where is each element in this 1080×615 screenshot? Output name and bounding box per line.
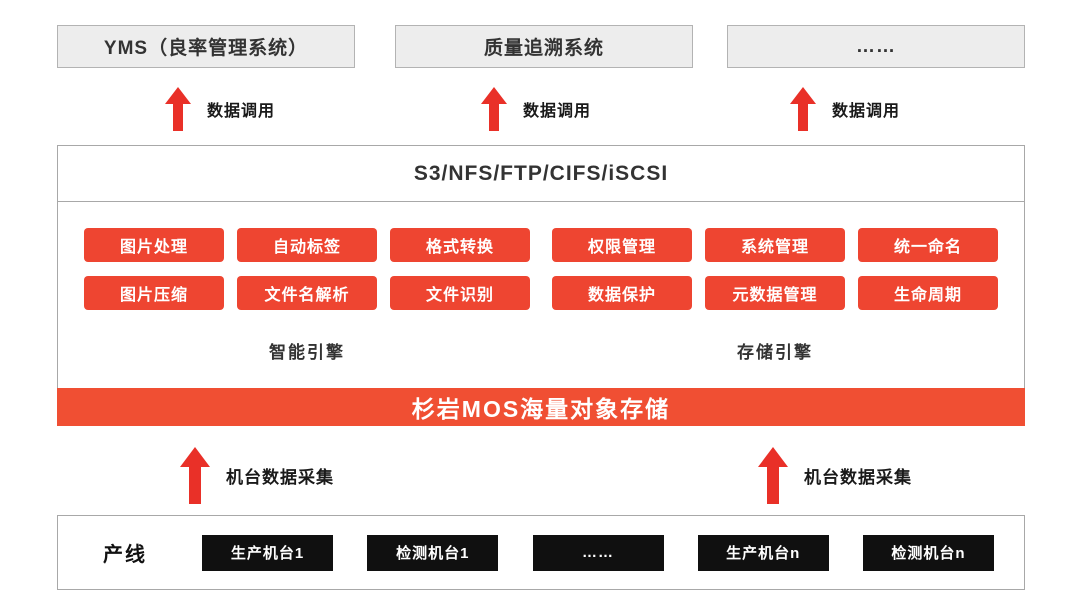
module-chip: 图片压缩 bbox=[84, 276, 224, 310]
up-arrow-icon bbox=[165, 87, 191, 131]
module-chip: 权限管理 bbox=[552, 228, 692, 262]
modules-area: 图片处理 自动标签 格式转换 图片压缩 文件名解析 文件识别 智能引擎 权限管理… bbox=[58, 202, 1024, 425]
data-call-label: 数据调用 bbox=[523, 103, 592, 120]
module-chip: 文件识别 bbox=[390, 276, 530, 310]
system-label-yms: YMS（良率管理系统） bbox=[103, 38, 309, 59]
module-chip: 格式转换 bbox=[390, 228, 530, 262]
engine-group-storage: 权限管理 系统管理 统一命名 数据保护 元数据管理 生命周期 存储引擎 bbox=[552, 228, 998, 425]
module-chip: 文件名解析 bbox=[237, 276, 377, 310]
collect-arrow-group-2: 机台数据采集 bbox=[758, 447, 912, 504]
machine-box: 检测机台1 bbox=[367, 534, 499, 571]
module-chip: 元数据管理 bbox=[705, 276, 845, 310]
data-call-label: 数据调用 bbox=[832, 103, 901, 120]
machine-box: 生产机台1 bbox=[202, 534, 333, 571]
up-arrow-icon bbox=[481, 87, 507, 131]
system-label-quality-trace: 质量追溯系统 bbox=[483, 38, 604, 59]
module-chip: 生命周期 bbox=[858, 276, 998, 310]
machine-box: 生产机台n bbox=[697, 534, 829, 571]
production-line-panel: 产线 生产机台1 检测机台1 …… 生产机台n 检测机台n bbox=[57, 515, 1025, 590]
collect-arrow-group-1: 机台数据采集 bbox=[180, 447, 334, 504]
up-arrow-icon bbox=[790, 87, 816, 131]
smart-engine-grid: 图片处理 自动标签 格式转换 图片压缩 文件名解析 文件识别 bbox=[84, 228, 530, 310]
mos-storage-bar: 杉岩MOS海量对象存储 bbox=[57, 388, 1025, 426]
data-call-arrow-group-1: 数据调用 bbox=[165, 87, 275, 131]
system-box-others: …… bbox=[727, 25, 1025, 68]
protocols-title: S3/NFS/FTP/CIFS/iSCSI bbox=[58, 146, 1024, 202]
engine-group-smart: 图片处理 自动标签 格式转换 图片压缩 文件名解析 文件识别 智能引擎 bbox=[84, 228, 530, 425]
machines-row: 生产机台1 检测机台1 …… 生产机台n 检测机台n bbox=[202, 534, 994, 571]
machine-box: 检测机台n bbox=[863, 534, 994, 571]
storage-engine-label: 存储引擎 bbox=[737, 343, 813, 362]
up-arrow-icon bbox=[180, 447, 210, 504]
collect-label: 机台数据采集 bbox=[804, 468, 912, 487]
production-line-label: 产线 bbox=[103, 544, 147, 566]
module-chip: 图片处理 bbox=[84, 228, 224, 262]
storage-engine-grid: 权限管理 系统管理 统一命名 数据保护 元数据管理 生命周期 bbox=[552, 228, 998, 310]
smart-engine-label: 智能引擎 bbox=[269, 343, 345, 362]
module-chip: 自动标签 bbox=[237, 228, 377, 262]
up-arrow-icon bbox=[758, 447, 788, 504]
system-box-quality-trace: 质量追溯系统 bbox=[395, 25, 693, 68]
module-chip: 统一命名 bbox=[858, 228, 998, 262]
data-call-arrow-group-2: 数据调用 bbox=[481, 87, 591, 131]
module-chip: 数据保护 bbox=[552, 276, 692, 310]
mos-platform-panel: S3/NFS/FTP/CIFS/iSCSI 图片处理 自动标签 格式转换 图片压… bbox=[57, 145, 1025, 426]
system-label-others: …… bbox=[856, 35, 896, 57]
collect-label: 机台数据采集 bbox=[226, 468, 334, 487]
machine-box: …… bbox=[532, 534, 664, 571]
data-call-arrow-group-3: 数据调用 bbox=[790, 87, 900, 131]
data-call-label: 数据调用 bbox=[207, 103, 276, 120]
module-chip: 系统管理 bbox=[705, 228, 845, 262]
system-box-yms: YMS（良率管理系统） bbox=[57, 25, 355, 68]
